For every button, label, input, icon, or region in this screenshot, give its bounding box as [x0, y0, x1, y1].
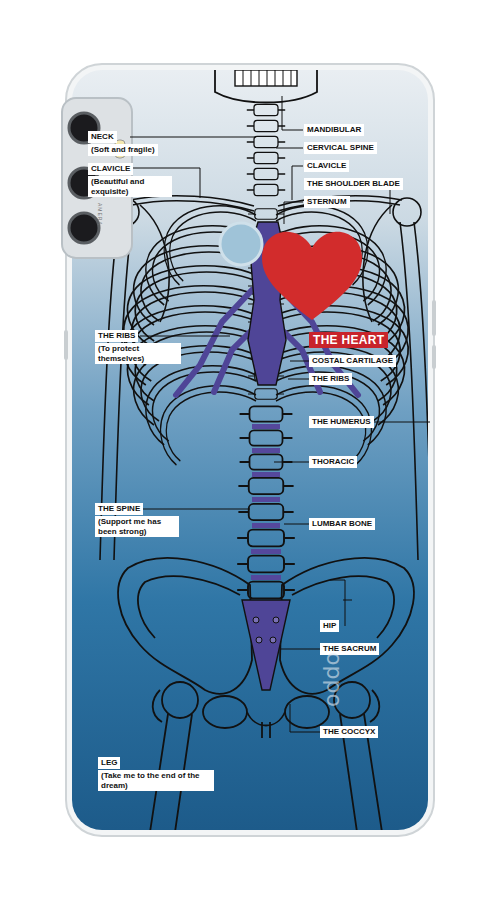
heart-label: THE HEART	[309, 332, 388, 348]
side-button	[432, 345, 436, 369]
side-button	[64, 330, 68, 360]
part-label: THE RIBS	[309, 373, 352, 385]
lumbar-spine	[237, 406, 295, 598]
side-button	[432, 300, 436, 336]
phone-back	[72, 70, 428, 830]
part-label: COSTAL CARTILAGE	[309, 355, 396, 367]
part-label: THE SHOULDER BLADE	[304, 178, 403, 190]
fingerprint-sensor	[220, 223, 262, 265]
ribs	[124, 206, 408, 465]
femur	[150, 682, 382, 830]
leader-lines	[130, 96, 430, 732]
part-label: HIP	[320, 620, 339, 632]
heart	[262, 232, 362, 320]
part-label: THORACIC	[309, 456, 357, 468]
sacrum	[242, 600, 290, 690]
part-label: NECK	[88, 131, 117, 143]
part-label: STERNUM	[304, 196, 350, 208]
part-label: THE RIBS	[95, 330, 138, 342]
note-label: (Beautiful and exquisite)	[88, 176, 172, 197]
jaw	[215, 70, 317, 103]
camera-text: AMERA	[97, 203, 103, 226]
pelvis	[118, 558, 414, 738]
part-label: LEG	[98, 757, 120, 769]
brand-logo: oppo	[321, 652, 347, 707]
note-label: (Take me to the end of the dream)	[98, 770, 214, 791]
note-label: (To protect themselves)	[95, 343, 181, 364]
teeth	[243, 70, 291, 86]
cervical-spine	[247, 104, 285, 195]
part-label: CERVICAL SPINE	[304, 142, 377, 154]
part-label: THE SPINE	[95, 503, 143, 515]
part-label: LUMBAR BONE	[309, 518, 375, 530]
part-label: THE HUMERUS	[309, 416, 374, 428]
part-label: CLAVICLE	[88, 163, 133, 175]
clear-case	[66, 64, 434, 836]
note-label: (Soft and fragile)	[88, 144, 158, 156]
part-label: THE COCCYX	[320, 726, 378, 738]
note-label: (Support me has been strong)	[95, 516, 179, 537]
teeth	[235, 70, 297, 86]
part-label: CLAVICLE	[304, 160, 349, 172]
humerus	[100, 198, 428, 560]
sacrum-holes	[253, 617, 279, 643]
part-label: MANDIBULAR	[304, 124, 364, 136]
